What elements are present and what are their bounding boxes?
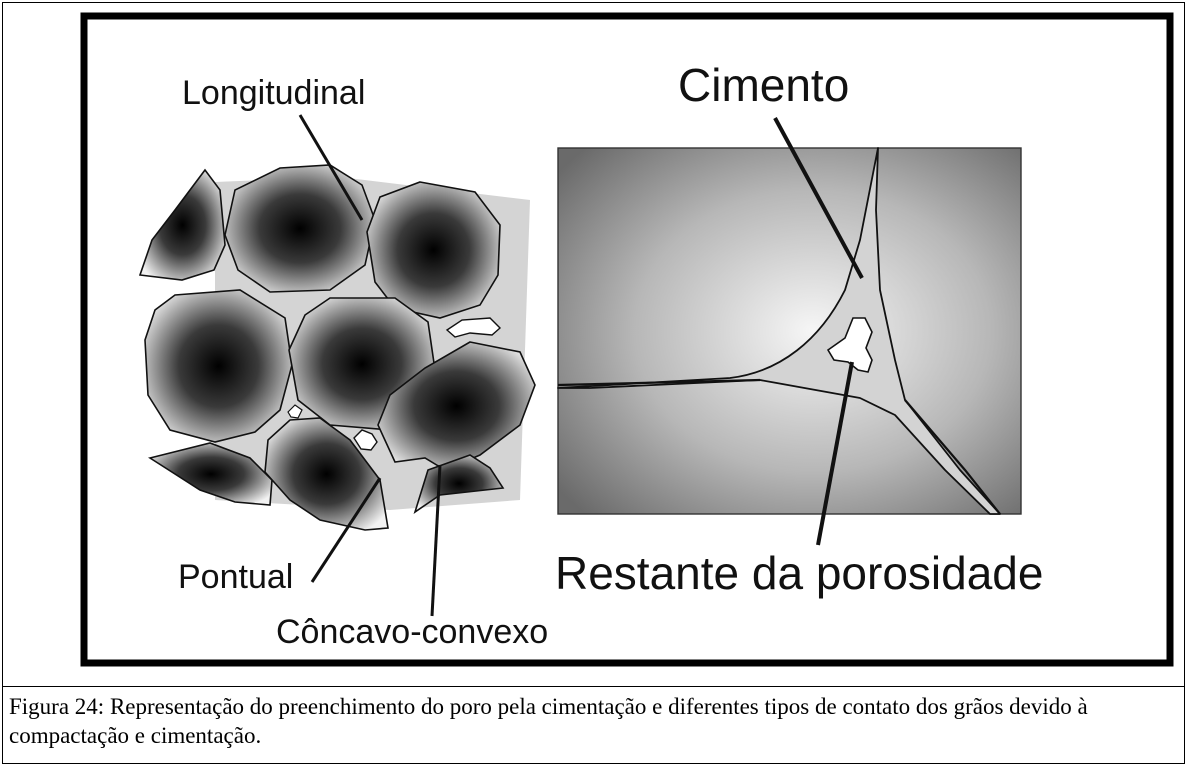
- pore: [353, 429, 378, 451]
- grain: [144, 289, 293, 443]
- grain: [264, 417, 389, 531]
- leader-concavo-convexo: [430, 464, 442, 617]
- label-pontual: Pontual: [178, 558, 293, 596]
- grain: [366, 181, 501, 319]
- cement-zone: [557, 147, 1001, 515]
- grain: [148, 442, 273, 506]
- label-cimento: Cimento: [678, 59, 849, 111]
- pore: [287, 404, 303, 419]
- leader-longitudinal: [298, 114, 364, 221]
- figure-diagram: Longitudinal Pontual Côncavo-convexo Cim…: [80, 12, 1174, 667]
- figure-caption: Figura 24: Representação do preenchiment…: [9, 694, 1088, 748]
- remaining-pore: [826, 317, 873, 373]
- leader-cimento: [773, 117, 864, 279]
- table-row-divider: [2, 686, 1185, 687]
- grain: [224, 164, 376, 293]
- leader-restante: [816, 361, 854, 546]
- grain-boundary-line: [557, 378, 761, 387]
- leader-pontual: [310, 477, 382, 583]
- label-longitudinal: Longitudinal: [182, 74, 365, 112]
- grain: [138, 168, 226, 281]
- pore: [445, 317, 502, 338]
- grain-boundary-line: [904, 399, 1001, 515]
- label-restante-porosidade: Restante da porosidade: [555, 547, 1043, 599]
- grain: [377, 341, 536, 471]
- label-concavo-convexo: Côncavo-convexo: [276, 613, 548, 651]
- grain: [413, 454, 505, 514]
